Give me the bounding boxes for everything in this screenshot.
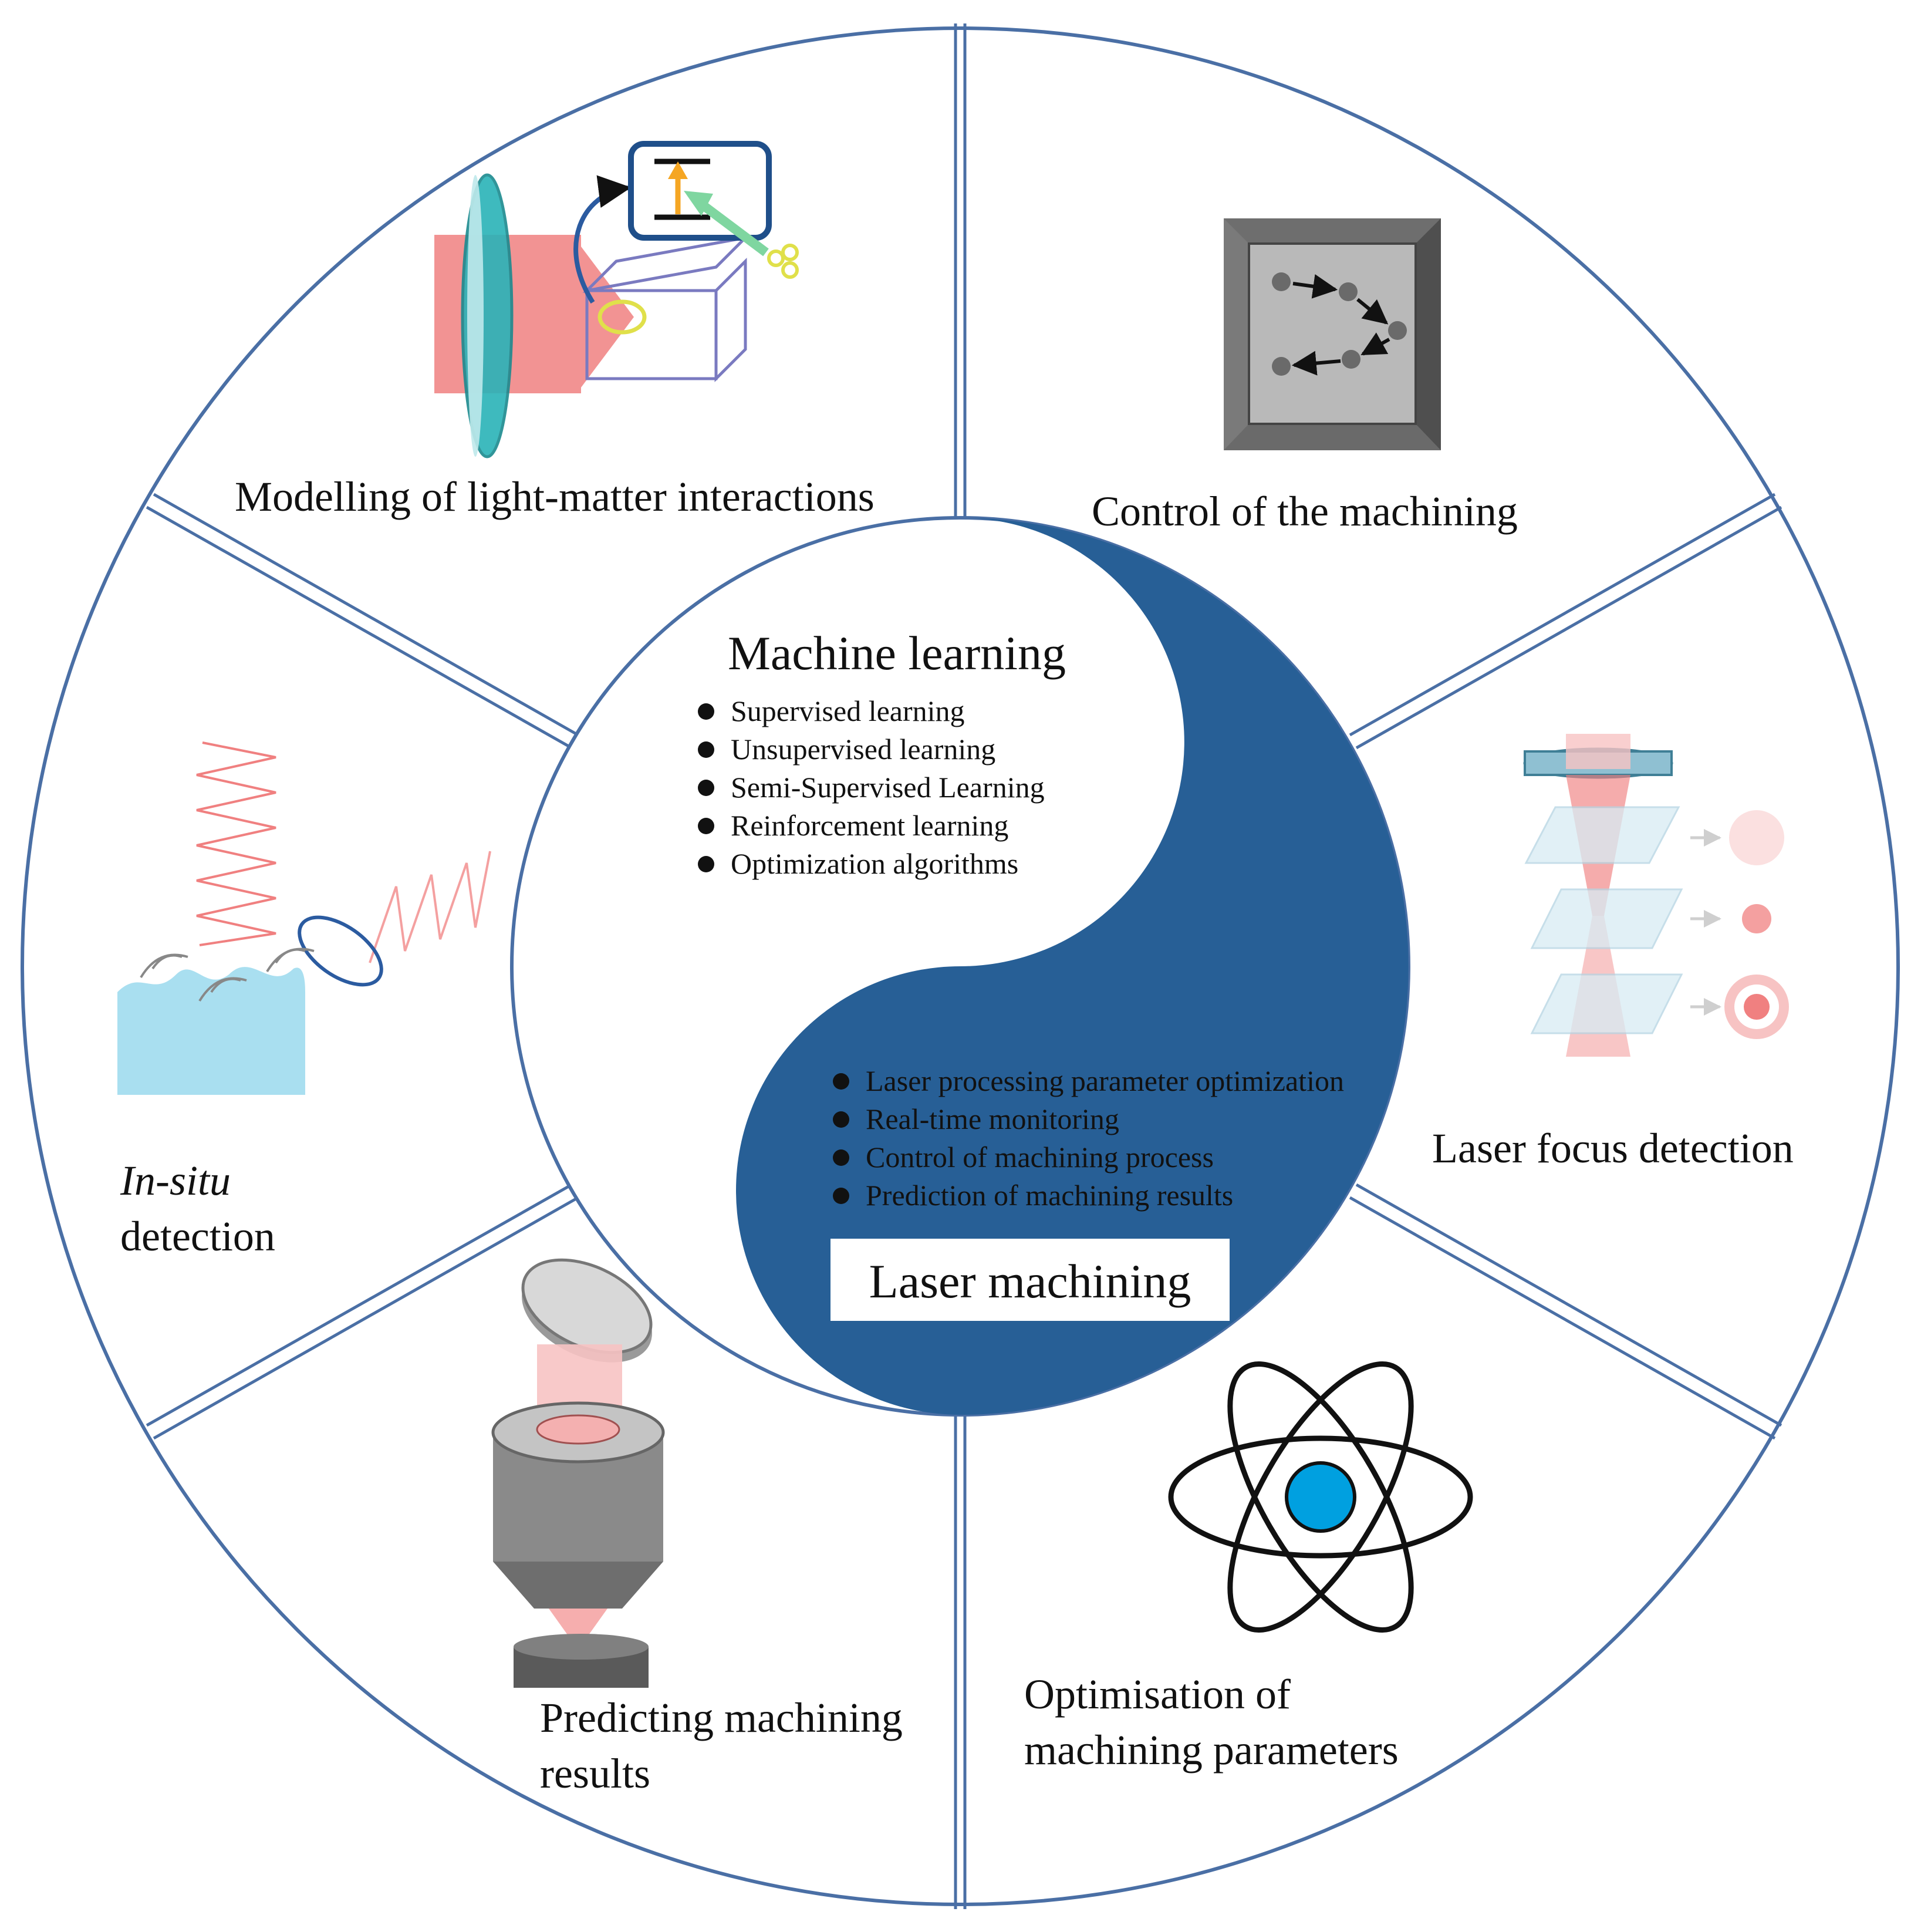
laser-machining-title-box: [830, 1239, 1230, 1321]
machine-learning-list: Supervised learning Unsupervised learnin…: [698, 694, 1045, 880]
atom-icon: [1168, 1361, 1473, 1633]
bullet: [833, 1111, 849, 1128]
control-label: Control of the machining: [1092, 488, 1518, 535]
ml-item: Reinforcement learning: [731, 809, 1008, 842]
ml-item: Unsupervised learning: [731, 733, 995, 766]
insitu-label-line1: In-situ: [120, 1157, 231, 1204]
ml-item: Supervised learning: [731, 694, 965, 727]
bullet: [833, 1149, 849, 1166]
bullet: [833, 1073, 849, 1090]
insitu-label-line2: detection: [120, 1213, 275, 1260]
insitu-detection-icon: [117, 741, 491, 1095]
bullet: [698, 703, 714, 720]
lm-item: Real-time monitoring: [866, 1102, 1119, 1135]
bullet: [698, 780, 714, 796]
predicting-label-line2: results: [540, 1750, 650, 1797]
machine-learning-title: Machine learning: [728, 626, 1066, 680]
light-matter-icon: [434, 141, 799, 458]
predicting-label-line1: Predicting machining: [540, 1694, 903, 1741]
lm-item: Control of machining process: [866, 1141, 1214, 1174]
bullet: [698, 741, 714, 758]
optimisation-label-line1: Optimisation of: [1024, 1671, 1291, 1718]
bullet: [833, 1188, 849, 1204]
laser-focus-icon: [1523, 734, 1789, 1057]
focus-label: Laser focus detection: [1432, 1125, 1794, 1172]
machining-path-icon: [1224, 218, 1441, 450]
lm-item: Prediction of machining results: [866, 1179, 1233, 1212]
laser-machining-title: Laser machining: [869, 1255, 1191, 1308]
segment-dividers: [146, 23, 1782, 1909]
ml-item: Semi-Supervised Learning: [731, 771, 1045, 804]
modelling-label: Modelling of light-matter interactions: [235, 473, 875, 520]
bullet: [698, 856, 714, 872]
microscope-objective-icon: [491, 1258, 665, 1688]
laser-machining-list: Laser processing parameter optimization …: [833, 1064, 1344, 1212]
laser-machining-wave: [736, 518, 1409, 1415]
optimisation-label-line2: machining parameters: [1024, 1727, 1399, 1773]
ml-item: Optimization algorithms: [731, 847, 1018, 880]
lm-item: Laser processing parameter optimization: [866, 1064, 1344, 1097]
bullet: [698, 818, 714, 834]
